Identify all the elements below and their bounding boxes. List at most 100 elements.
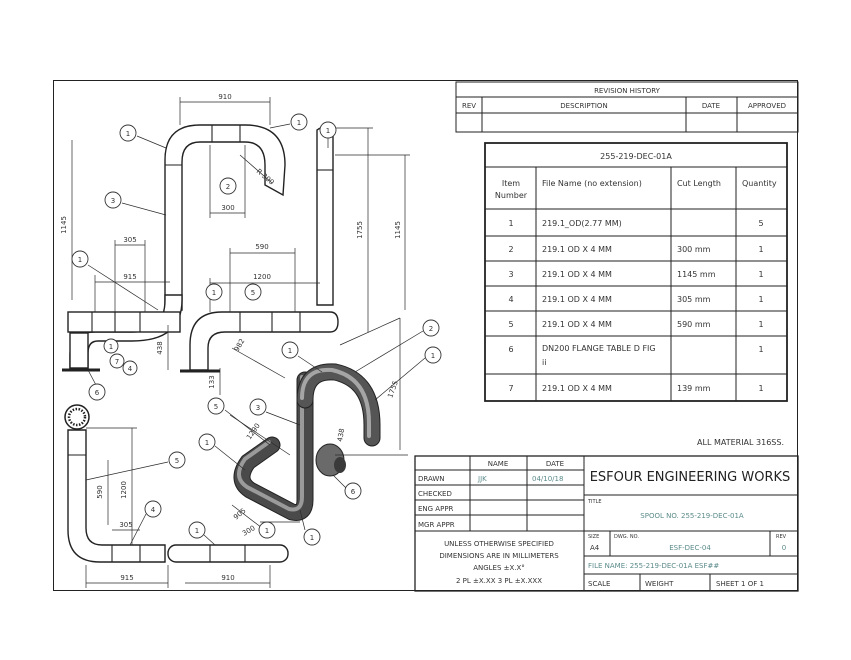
right-upright-pipe	[316, 126, 334, 306]
balloon-3	[104, 191, 122, 209]
balloon-1	[119, 124, 137, 142]
bom-row-6-item: 6	[508, 345, 513, 354]
bom-row-4-cut: 305 mm	[677, 295, 711, 304]
balloon-1-label: 1	[195, 527, 199, 535]
dim-590: 590	[255, 243, 268, 251]
tb-checked-label: CHECKED	[418, 490, 452, 498]
dim-1755: 1755	[356, 221, 364, 239]
bom-header-item-line2: Number	[495, 191, 528, 200]
balloon-1	[290, 113, 308, 131]
balloon-5-label: 5	[251, 289, 255, 297]
balloon-7-label: 7	[115, 358, 119, 366]
balloon-1	[258, 521, 276, 539]
bom-row-3-item: 3	[508, 270, 513, 279]
tb-tolerance-line2: DIMENSIONS ARE IN MILLIMETERS	[439, 552, 559, 560]
balloon-1-label: 1	[126, 130, 130, 138]
dimension-lines: 910 300 R 300 1145 305 915 590 1200 1755	[60, 93, 410, 588]
tb-weight-label: WEIGHT	[645, 580, 674, 588]
balloon-1	[303, 528, 321, 546]
dim-305-low: 305	[119, 521, 132, 529]
tb-dwg-label: DWG. NO.	[614, 534, 639, 540]
bom-row-4-file: 219.1 OD X 4 MM	[542, 295, 612, 304]
balloon-1	[205, 283, 223, 301]
bom-header-cut: Cut Length	[677, 179, 721, 188]
balloon-3-label: 3	[256, 404, 260, 412]
tb-drawn-label: DRAWN	[418, 475, 445, 483]
bom-title: 255-219-DEC-01A	[600, 152, 672, 161]
tb-title-label: TITLE	[587, 499, 602, 505]
tb-name-header: NAME	[488, 460, 509, 468]
bom-row-7-qty: 1	[758, 384, 763, 393]
material-note: ALL MATERIAL 316SS.	[697, 438, 784, 447]
dim-1145-right: 1145	[394, 221, 402, 239]
bom-row-2-cut: 300 mm	[677, 245, 711, 254]
dim-438: 438	[156, 341, 164, 354]
middle-elbow-pipe	[189, 311, 339, 371]
bom-row-1-qty: 5	[758, 219, 763, 228]
bom-row-3-qty: 1	[758, 270, 763, 279]
bottom-view-drawing	[64, 404, 289, 563]
bom-row-5-cut: 590 mm	[677, 320, 711, 329]
bom-row-2-item: 2	[508, 245, 513, 254]
dim-305-a: 305	[123, 236, 136, 244]
tb-rev-label: REV	[776, 534, 787, 540]
dim-910-low: 910	[221, 574, 234, 582]
balloon-1-label: 1	[326, 127, 330, 135]
balloon-1-label: 1	[310, 534, 314, 542]
balloons: 1 1 1 2 3 1 1 5 1 7 4 6 1 2	[71, 113, 442, 546]
bom-row-1-file: 219.1_OD(2.77 MM)	[542, 219, 622, 228]
bom-header-item-line1: Item	[502, 179, 520, 188]
tb-size-value: A4	[590, 544, 600, 552]
tb-drawn-date: 04/10/18	[532, 475, 563, 483]
top-view-drawing	[62, 124, 339, 373]
bom-row-1-item: 1	[508, 219, 513, 228]
tb-tolerance-line4: 2 PL ±X.XX 3 PL ±X.XXX	[456, 577, 542, 585]
top-hook-pipe	[164, 124, 286, 311]
bom-header-file: File Name (no extension)	[542, 179, 642, 188]
balloon-1-label: 1	[431, 352, 435, 360]
balloon-2-label: 2	[226, 183, 230, 191]
dim-300: 300	[221, 204, 234, 212]
balloon-1-label: 1	[205, 439, 209, 447]
revision-col-description: DESCRIPTION	[560, 102, 607, 110]
bom-row-4-item: 4	[508, 295, 513, 304]
dim-910-top: 910	[218, 93, 231, 101]
revision-title: REVISION HISTORY	[594, 87, 661, 95]
balloon-1	[71, 250, 89, 268]
balloon-4-label: 4	[128, 365, 133, 373]
revision-col-approved: APPROVED	[748, 102, 786, 110]
bom-row-6-qty: 1	[758, 345, 763, 354]
balloon-5	[244, 283, 262, 301]
balloon-2	[422, 319, 440, 337]
balloon-5-label: 5	[214, 403, 218, 411]
dim-590-low: 590	[96, 485, 104, 498]
dim-1145-left: 1145	[60, 216, 68, 234]
left-horizontal-pipe	[67, 311, 181, 333]
balloon-6	[344, 482, 362, 500]
balloon-1-label: 1	[212, 289, 216, 297]
bom-header-qty: Quantity	[742, 179, 777, 188]
bom-row-7-cut: 139 mm	[677, 384, 711, 393]
balloon-6	[88, 383, 106, 401]
tb-sheet: SHEET 1 OF 1	[716, 580, 764, 588]
balloon-1-label: 1	[78, 256, 82, 264]
balloon-2-label: 2	[429, 325, 433, 333]
tb-rev-value: 0	[782, 544, 786, 552]
balloon-4	[144, 500, 162, 518]
bom-row-6-file-line1: DN200 FLANGE TABLE D FIG	[542, 344, 656, 353]
bom-row-3-file: 219.1 OD X 4 MM	[542, 270, 612, 279]
dim-iso-1755: 1755	[386, 380, 400, 399]
bom-row-5-qty: 1	[758, 320, 763, 329]
balloon-1	[188, 521, 206, 539]
balloon-1	[281, 341, 299, 359]
title-block: NAME DATE DRAWN JJK 04/10/18 CHECKED ENG…	[414, 455, 799, 592]
balloon-5	[207, 397, 225, 415]
balloon-1	[198, 433, 216, 451]
tb-drawn-name: JJK	[477, 475, 487, 483]
bom-row-4-qty: 1	[758, 295, 763, 304]
bom-row-2-file: 219.1 OD X 4 MM	[542, 245, 612, 254]
revision-history-table: REVISION HISTORY REV DESCRIPTION DATE AP…	[455, 81, 799, 133]
balloon-5-label: 5	[175, 457, 179, 465]
tb-company: ESFOUR ENGINEERING WORKS	[590, 470, 791, 485]
